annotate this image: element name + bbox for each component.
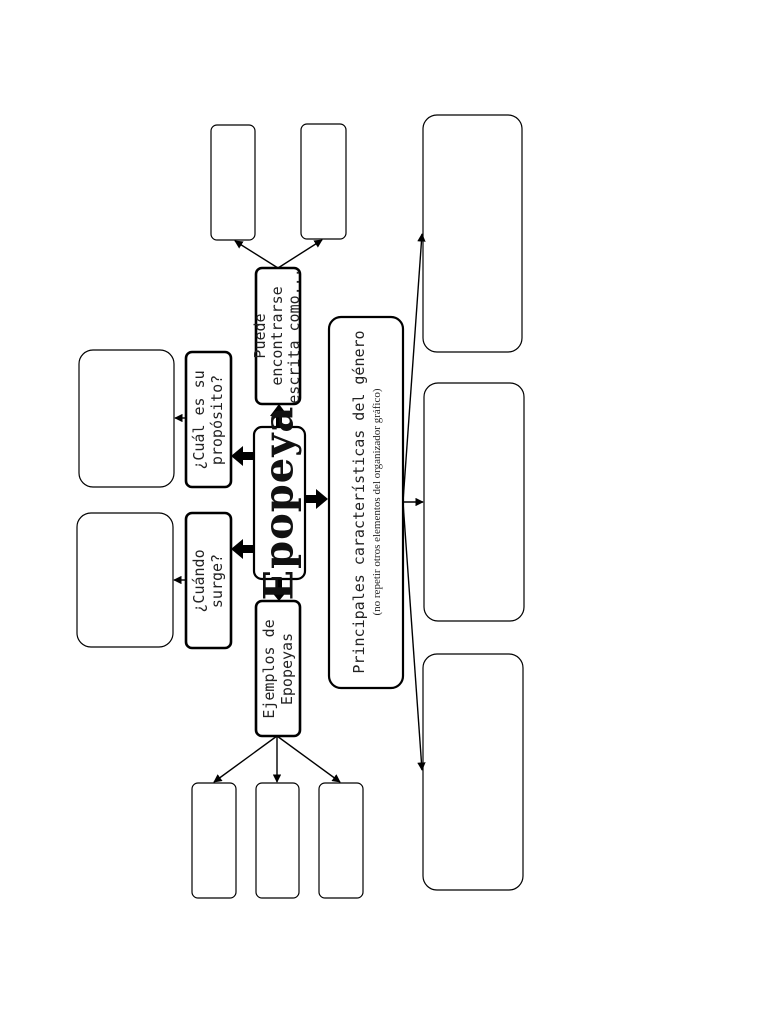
block-arrow-left-lower [231,539,254,559]
answer-box-surge[interactable] [76,512,174,648]
proposito-line-1: ¿Cuál es su [190,370,208,469]
puede-line-1: Puede [251,313,269,358]
surge-line-2: surge? [208,554,226,608]
answer-box-puede-2[interactable] [300,123,347,240]
connector-caracteristica-1 [402,233,426,503]
principales-label: Principales características del género (… [350,330,383,673]
connector-caracteristica-3 [402,501,426,771]
surge-line-1: ¿Cuándo [190,549,208,612]
proposito-box [184,350,233,489]
connector-ejemplo-1 [213,735,278,783]
surge-label: ¿Cuándo surge? [190,549,226,612]
principales-line-1: Principales características del género [350,330,368,673]
connector-ejemplo-3 [276,735,341,783]
block-arrow-down [270,579,288,601]
answer-box-ejemplo-1[interactable] [191,782,237,899]
principales-note: (no repetir otros elementos del organiza… [371,388,383,615]
center-label: Epopeya [256,406,303,601]
answer-box-caracteristica-2[interactable] [423,382,525,622]
puede-line-3: escrita como... [285,268,303,403]
answer-box-caracteristica-1[interactable] [422,114,523,353]
answer-box-puede-1[interactable] [210,124,256,241]
block-arrow-up [270,404,288,427]
answer-box-ejemplo-3[interactable] [318,782,364,899]
answer-box-proposito[interactable] [78,349,175,488]
answer-box-caracteristica-3[interactable] [422,653,524,891]
block-arrow-right [305,489,328,509]
answer-box-ejemplo-2[interactable] [255,782,300,899]
block-arrow-left-upper [231,446,254,466]
ejemplos-line-2: Epopeyas [278,633,296,705]
ejemplos-label: Ejemplos de Epopeyas [260,619,296,718]
connector-puede-2 [277,239,323,269]
puede-line-2: encontrarse [268,286,286,385]
puede-label: Puede encontrarse escrita como... [251,268,303,403]
proposito-line-2: propósito? [208,375,226,465]
ejemplos-line-1: Ejemplos de [260,619,278,718]
connector-puede-1 [234,240,279,269]
proposito-label: ¿Cuál es su propósito? [190,370,226,469]
